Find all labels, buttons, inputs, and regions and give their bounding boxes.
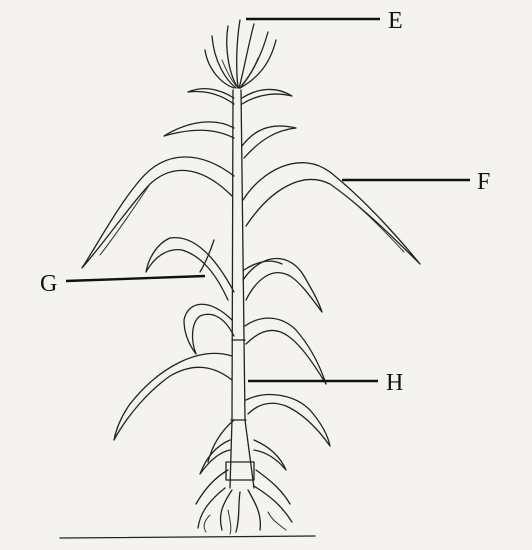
stem [226,90,254,488]
label-g: G [40,271,57,297]
leader-line-g [66,276,205,281]
tassel [205,20,276,88]
label-f: F [477,169,490,195]
leaf-mid-left [146,238,234,300]
leaf-large-left [82,157,234,268]
leaf-lower-left [184,304,234,354]
ground-line [60,536,315,538]
label-e: E [388,8,403,34]
roots [198,486,292,534]
label-h: H [386,370,403,396]
leaf-large-right [243,163,420,264]
upper-leaves [164,89,296,158]
leaf-mid-right [243,258,322,312]
